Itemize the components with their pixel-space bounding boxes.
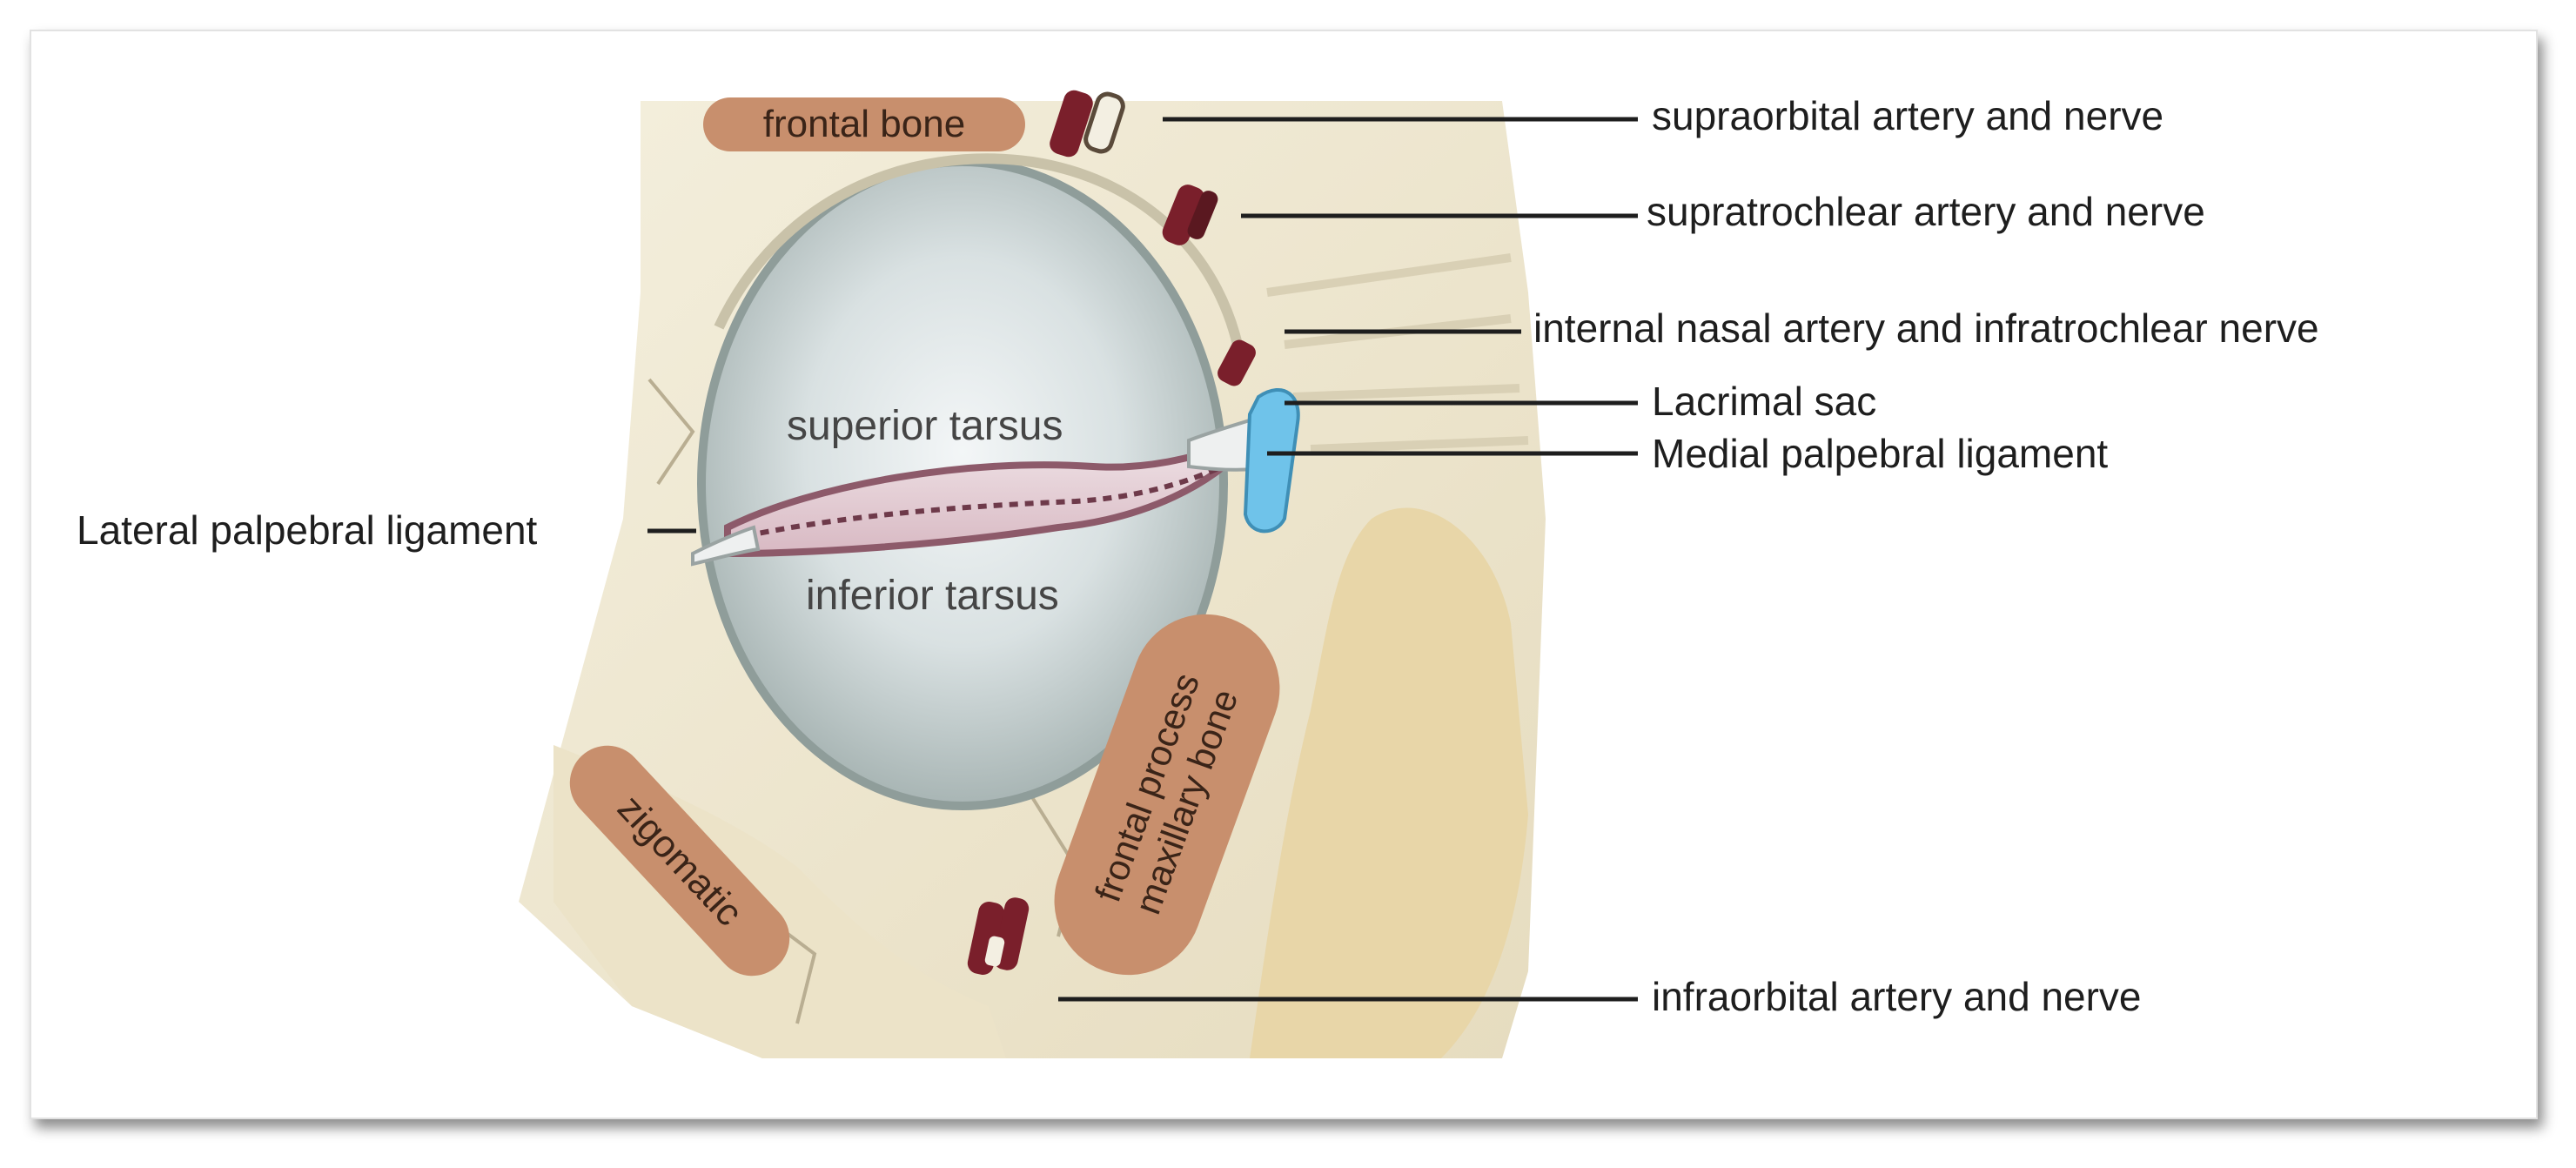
infraorbital-vessel-icon (967, 897, 1030, 975)
lacrimal-sac-label: Lacrimal sac (1652, 379, 1877, 424)
supratrochlear-vessel-icon (1162, 185, 1218, 245)
figure-frame: frontal bone zigomatic frontal process m… (30, 30, 2538, 1119)
frontal-bone-tag: frontal bone (703, 97, 1025, 151)
superior-tarsus-label: superior tarsus (787, 403, 1063, 449)
medial-palpebral-label: Medial palpebral ligament (1652, 431, 2109, 476)
orbit-illustration (519, 90, 1638, 1058)
lateral-palpebral-ligament (691, 525, 761, 567)
internal-nasal-label: internal nasal artery and infratrochlear… (1533, 305, 2319, 351)
infraorbital-label: infraorbital artery and nerve (1652, 974, 2142, 1019)
supraorbital-vessel-icon (1050, 90, 1125, 158)
inferior-tarsus-label: inferior tarsus (806, 573, 1059, 619)
lateral-palpebral-label: Lateral palpebral ligament (77, 507, 538, 553)
frontal-bone-label: frontal bone (762, 103, 966, 145)
supratrochlear-label: supratrochlear artery and nerve (1647, 189, 2205, 234)
orbit-rim (714, 153, 1246, 363)
internal-nasal-vessel-icon (1218, 339, 1256, 386)
lacrimal-sac (1243, 387, 1300, 534)
maxilla-region (1250, 507, 1528, 1058)
supraorbital-label: supraorbital artery and nerve (1652, 93, 2164, 138)
